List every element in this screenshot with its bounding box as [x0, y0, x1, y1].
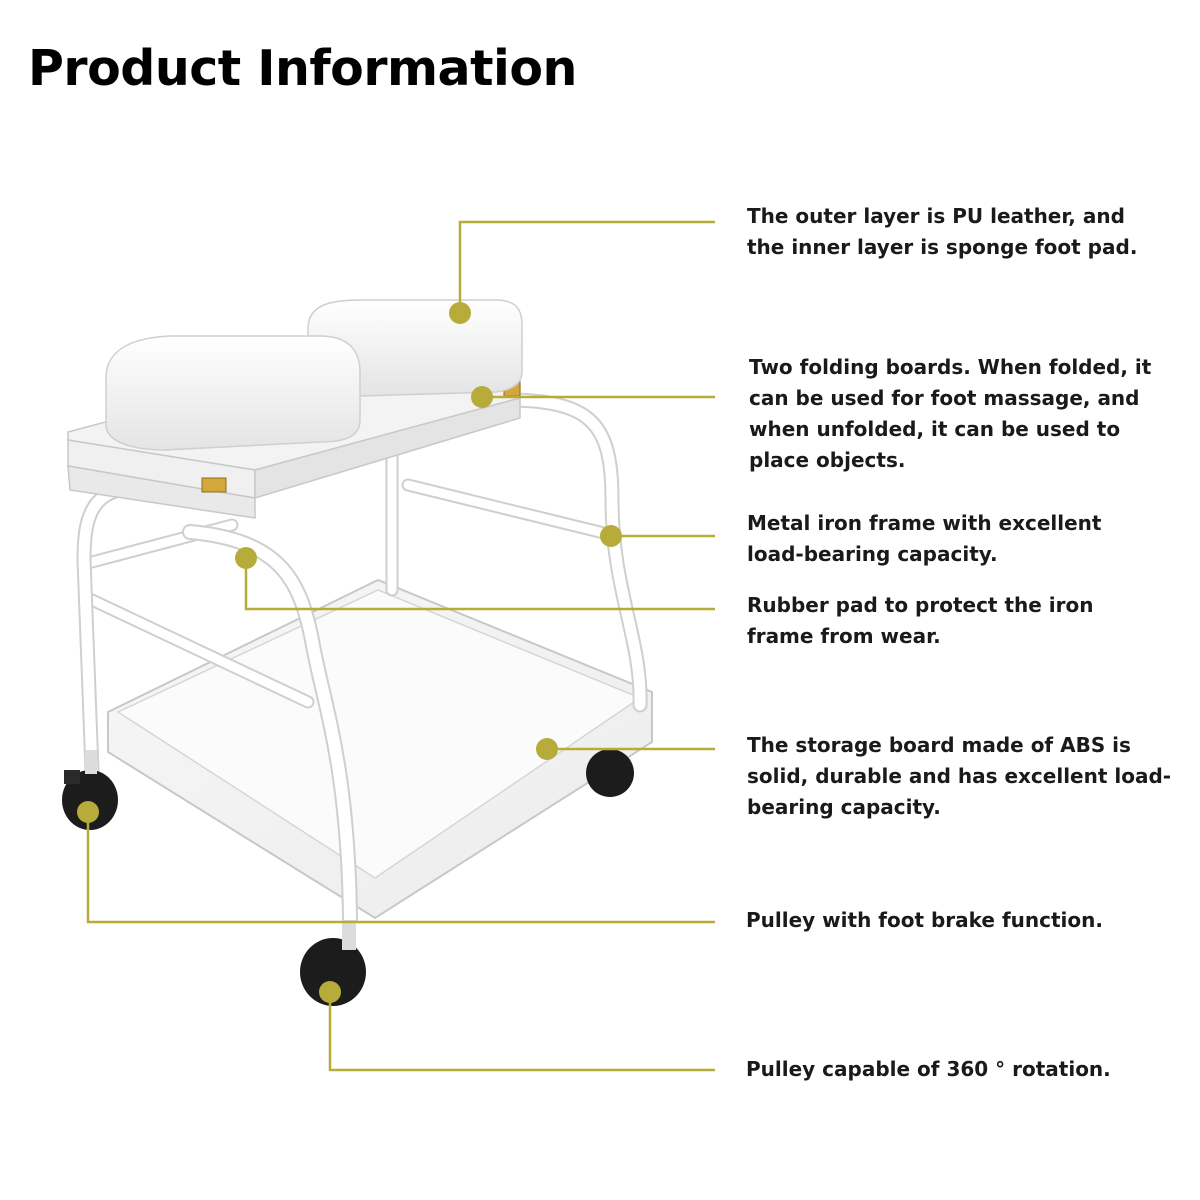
leader-line-pu-leather: [458, 220, 715, 313]
callout-dot-metal-frame: [600, 525, 622, 547]
page-title: Product Information: [28, 40, 577, 97]
leader-line-brake-pulley: [86, 812, 715, 924]
callout-dot-storage-board: [536, 738, 558, 760]
callout-rubber-pad: Rubber pad to protect the iron frame fro…: [747, 593, 1094, 648]
callout-dot-rubber-pad: [235, 547, 257, 569]
callout-dot-rotating-pulley: [319, 981, 341, 1003]
storage-board: [107, 578, 653, 920]
leader-line-rubber-pad: [244, 558, 715, 611]
callout-pu-leather: The outer layer is PU leather, and the i…: [747, 204, 1138, 259]
callout-folding-boards: Two folding boards. When folded, it can …: [749, 355, 1152, 472]
leader-line-rotating-pulley: [328, 992, 715, 1072]
callout-metal-frame: Metal iron frame with excellent load-bea…: [747, 511, 1102, 566]
callout-rotating-pulley: Pulley capable of 360 ° rotation.: [746, 1057, 1111, 1081]
leader-lines: [86, 220, 715, 1072]
callout-dots: [77, 302, 622, 1003]
callout-brake-pulley: Pulley with foot brake function.: [746, 908, 1103, 932]
wheels: [62, 749, 634, 1006]
callout-dot-brake-pulley: [77, 801, 99, 823]
callout-dot-pu-leather: [449, 302, 471, 324]
foot-cushions: [105, 299, 523, 451]
callout-dot-folding-boards: [471, 386, 493, 408]
callout-storage-board: The storage board made of ABS is solid, …: [747, 733, 1172, 819]
